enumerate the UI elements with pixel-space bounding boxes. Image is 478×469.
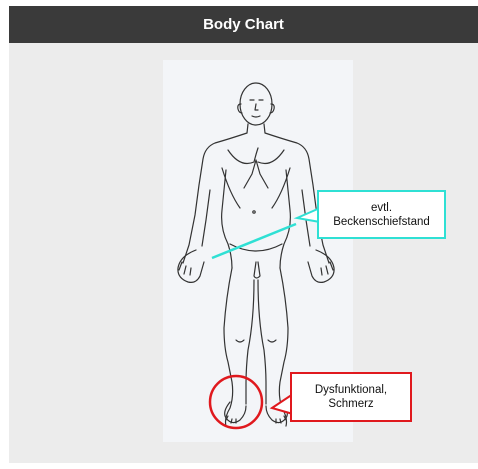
foot-annotation-callout: Dysfunktional, Schmerz	[290, 372, 412, 422]
pelvis-annotation-callout: evtl. Beckenschiefstand	[317, 190, 446, 239]
pelvis-tilt-line	[212, 224, 296, 258]
foot-annotation-line-2: Schmerz	[328, 397, 373, 411]
foot-annotation-line-1: Dysfunktional,	[315, 383, 387, 397]
pelvis-annotation-line-2: Beckenschiefstand	[333, 215, 430, 229]
pelvis-annotation-line-1: evtl.	[371, 201, 392, 215]
